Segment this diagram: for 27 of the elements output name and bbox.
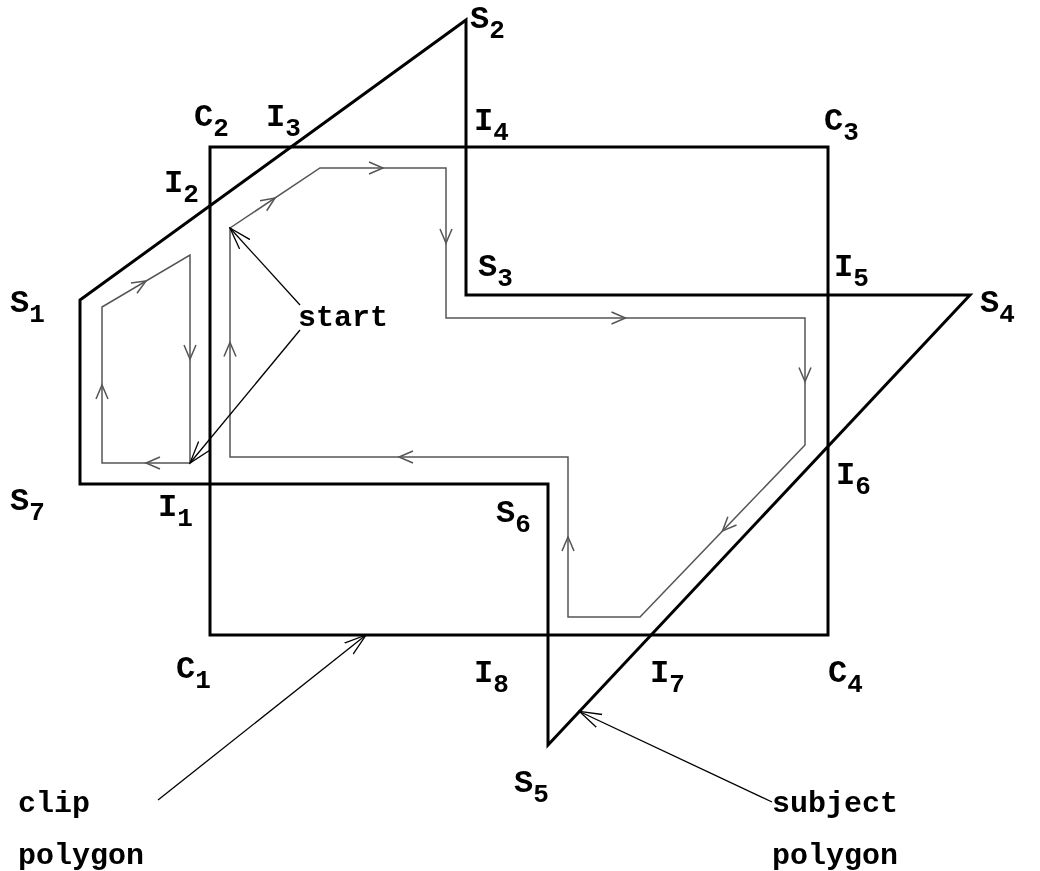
vertex-label: S$_{1}$ <box>10 286 45 322</box>
vertex-label: S$_{7}$ <box>10 484 45 520</box>
leader-line <box>578 710 773 803</box>
callout-text: clip polygon <box>18 778 158 871</box>
callout-text: start <box>298 292 388 344</box>
vertex-label: C$_{3}$ <box>824 104 859 140</box>
vertex-label: C$_{4}$ <box>828 656 863 692</box>
leader-line <box>157 634 367 801</box>
vertex-label: I$_{7}$ <box>650 656 685 692</box>
vertex-label: I$_{3}$ <box>266 100 301 136</box>
traversal-path <box>95 253 197 470</box>
vertex-label: I$_{5}$ <box>834 250 869 286</box>
vertex-label: S$_{3}$ <box>478 250 513 286</box>
vertex-label: I$_{8}$ <box>474 656 509 692</box>
leader-line <box>189 329 301 464</box>
vertex-label: I$_{1}$ <box>158 490 193 526</box>
leader-line <box>229 227 301 306</box>
vertex-label: S$_{6}$ <box>496 496 531 532</box>
vertex-label: I$_{6}$ <box>836 458 871 494</box>
vertex-label: I$_{2}$ <box>164 166 199 202</box>
vertex-label: C$_{1}$ <box>176 652 211 688</box>
vertex-label: S$_{4}$ <box>980 286 1015 322</box>
vertex-label: S$_{2}$ <box>470 2 505 38</box>
vertex-label: I$_{4}$ <box>474 104 509 140</box>
vertex-label: C$_{2}$ <box>194 100 229 136</box>
callout-text: subject polygon <box>772 778 972 871</box>
vertex-label: S$_{5}$ <box>514 766 549 802</box>
